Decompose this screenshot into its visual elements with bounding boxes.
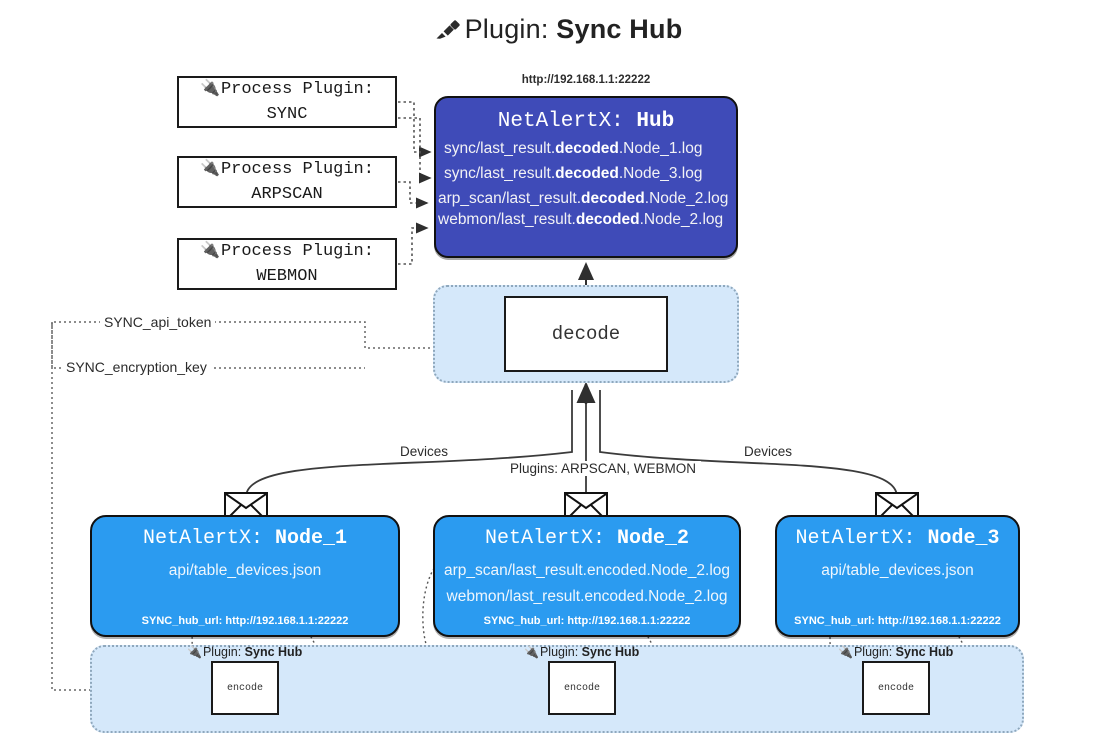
node-1-box[interactable]: NetAlertX: Node_1 api/table_devices.json…	[90, 515, 400, 637]
hub-box[interactable]: NetAlertX: Hub sync/last_result.decoded.…	[434, 96, 738, 258]
edge-label-devices-left: Devices	[395, 444, 454, 459]
hub-log-row: arp_scan/last_result.decoded.Node_2.log	[438, 190, 729, 207]
process-plugin-webmon-box[interactable]: 🔌Process Plugin: WEBMON	[177, 238, 397, 290]
page-title: Plugin: Sync Hub	[0, 14, 1117, 45]
hub-title-name: Hub	[636, 110, 675, 133]
encode-box-3[interactable]: encode	[862, 661, 930, 715]
edge-label-plugins: Plugins: ARPSCAN, WEBMON	[505, 461, 702, 476]
process-plugin-label: Process Plugin:	[220, 241, 374, 261]
encode-box-1[interactable]: encode	[211, 661, 279, 715]
node-row: arp_scan/last_result.encoded.Node_2.log	[443, 562, 731, 579]
plug-icon: 🔌	[187, 645, 202, 659]
node-2-box[interactable]: NetAlertX: Node_2 arp_scan/last_result.e…	[433, 515, 741, 637]
sync-api-token-label: SYNC_api_token	[100, 314, 216, 330]
node-row: api/table_devices.json	[821, 562, 974, 579]
hub-url-label: http://192.168.1.1:22222	[521, 74, 651, 86]
plug-icon: 🔌	[200, 79, 220, 97]
decode-box[interactable]: decode	[504, 296, 668, 372]
node-hub-url: SYNC_hub_url: http://192.168.1.1:22222	[141, 615, 349, 627]
plug-icon: 🔌	[200, 159, 220, 177]
hub-log-row: webmon/last_result.decoded.Node_2.log	[438, 211, 724, 228]
process-plugin-value: ARPSCAN	[251, 184, 323, 204]
node-title: NetAlertX: Node_2	[484, 527, 690, 550]
node-row: webmon/last_result.encoded.Node_2.log	[446, 588, 728, 605]
process-plugin-sync-box[interactable]: 🔌Process Plugin: SYNC	[177, 76, 397, 128]
plug-icon	[435, 18, 461, 47]
node-hub-url: SYNC_hub_url: http://192.168.1.1:22222	[794, 615, 1001, 627]
node-row: api/table_devices.json	[168, 562, 322, 579]
node-title: NetAlertX: Node_1	[142, 527, 348, 550]
node-title: NetAlertX: Node_3	[795, 527, 1000, 550]
encoder-plugin-label-1: 🔌Plugin: Sync Hub	[187, 645, 303, 659]
process-plugin-value: WEBMON	[256, 266, 318, 286]
edge-label-devices-right: Devices	[739, 444, 798, 459]
sync-encryption-key-label: SYNC_encryption_key	[62, 359, 211, 375]
title-prefix: Plugin:	[464, 14, 549, 44]
process-plugin-arpscan-box[interactable]: 🔌Process Plugin: ARPSCAN	[177, 156, 397, 208]
hub-log-row: sync/last_result.decoded.Node_3.log	[444, 165, 703, 182]
hub-title-prefix: NetAlertX:	[497, 110, 624, 133]
hub-log-row: sync/last_result.decoded.Node_1.log	[444, 140, 703, 157]
title-name: Sync Hub	[556, 14, 683, 44]
encoder-plugin-label-3: 🔌Plugin: Sync Hub	[838, 645, 954, 659]
process-plugin-label: Process Plugin:	[220, 159, 374, 179]
node-3-box[interactable]: NetAlertX: Node_3 api/table_devices.json…	[775, 515, 1020, 637]
plug-icon: 🔌	[524, 645, 539, 659]
hub-title: NetAlertX: Hub	[436, 110, 736, 133]
plug-icon: 🔌	[838, 645, 853, 659]
process-plugin-label: Process Plugin:	[220, 79, 374, 99]
encoder-plugin-label-2: 🔌Plugin: Sync Hub	[524, 645, 640, 659]
encode-box-2[interactable]: encode	[548, 661, 616, 715]
node-hub-url: SYNC_hub_url: http://192.168.1.1:22222	[483, 615, 691, 627]
process-plugin-value: SYNC	[266, 104, 308, 124]
plug-icon: 🔌	[200, 241, 220, 259]
